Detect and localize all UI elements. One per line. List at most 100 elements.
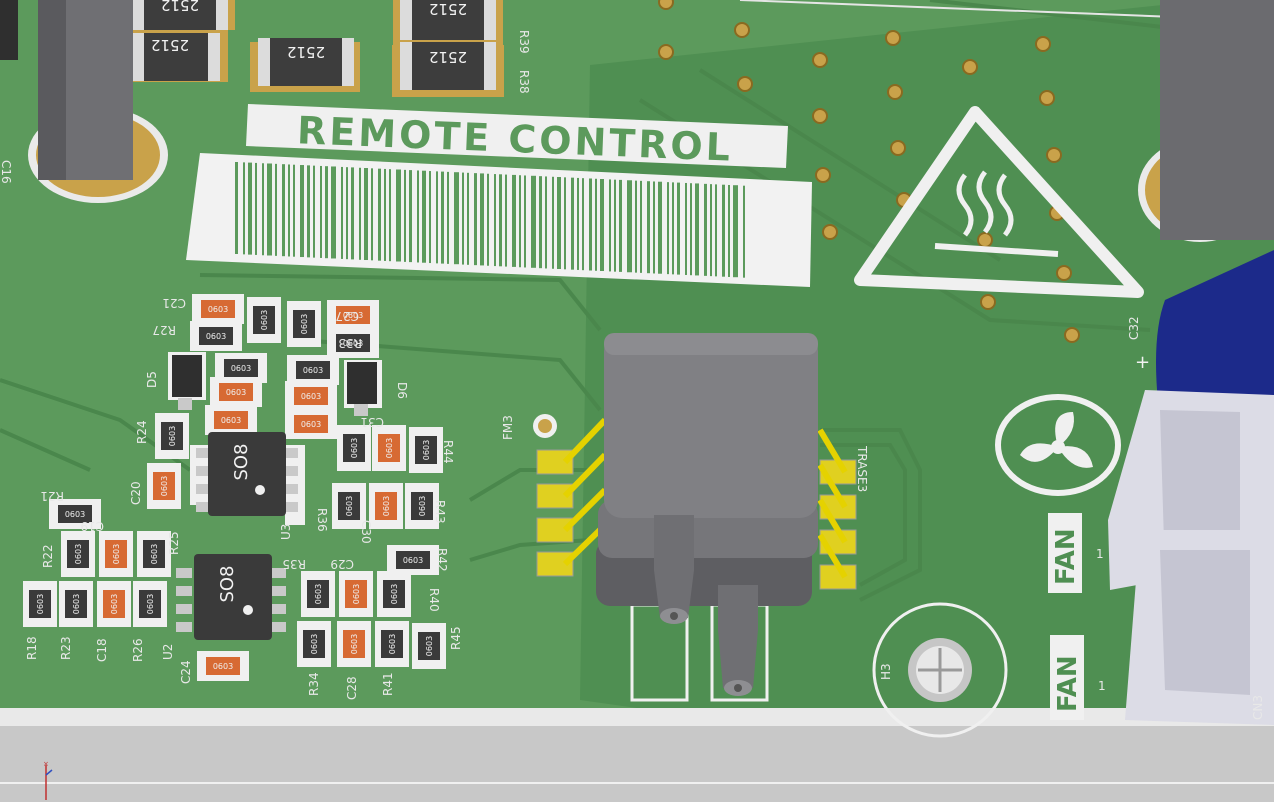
barcode-bar xyxy=(462,172,464,265)
mounting-hole-icon[interactable] xyxy=(872,602,1008,738)
designator-c19: C19 xyxy=(80,519,104,533)
diode-d6[interactable] xyxy=(344,360,382,416)
barcode-bar xyxy=(275,163,277,256)
barcode-bar xyxy=(282,164,285,257)
barcode-bar xyxy=(589,178,592,271)
barcode-bar xyxy=(685,182,687,275)
designator-r33: R33 xyxy=(338,336,362,350)
pin1-dot xyxy=(255,485,265,495)
smd-package-label: 0603 xyxy=(301,392,321,401)
smd-package-label: 0603 xyxy=(65,510,85,519)
barcode-bar xyxy=(409,170,412,263)
barcode-bar xyxy=(531,175,536,268)
designator-fm3: FM3 xyxy=(501,415,515,440)
smd-resistor[interactable] xyxy=(65,590,87,618)
smd-resistor[interactable] xyxy=(139,590,161,618)
electrolytic-capacitor-c32[interactable]: + xyxy=(1135,0,1274,430)
smd-capacitor[interactable] xyxy=(206,657,240,675)
smd-capacitor[interactable] xyxy=(378,434,400,462)
barcode-bar xyxy=(710,184,712,277)
smd-resistor[interactable] xyxy=(415,436,437,464)
barcode-bar xyxy=(378,168,381,261)
smd-package-label: 0603 xyxy=(425,636,434,656)
barcode-bar xyxy=(609,179,611,272)
ic-u2[interactable]: SO8 xyxy=(176,554,286,640)
smd-resistor[interactable] xyxy=(296,361,330,379)
smd-resistor[interactable] xyxy=(343,434,365,462)
designator-c18: C18 xyxy=(95,638,109,662)
smd-package-label: 0603 xyxy=(226,388,246,397)
smd-resistor[interactable] xyxy=(67,540,89,568)
smd-resistor[interactable] xyxy=(58,505,92,523)
smd-capacitor[interactable] xyxy=(105,540,127,568)
smd-resistor[interactable] xyxy=(336,334,370,352)
smd-capacitor[interactable] xyxy=(201,300,235,318)
ic-u3[interactable]: SO8 xyxy=(190,432,305,525)
fan-label: FAN xyxy=(1053,655,1083,712)
smd-capacitor[interactable] xyxy=(103,590,125,618)
smd-resistor[interactable] xyxy=(199,327,233,345)
smd-resistor[interactable] xyxy=(338,492,360,520)
barcode-bar xyxy=(733,185,738,278)
barcode-bar xyxy=(248,162,252,255)
smd-resistor[interactable] xyxy=(224,359,258,377)
smd-capacitor[interactable] xyxy=(294,387,328,405)
barcode-bar xyxy=(571,177,574,270)
barcode-bar xyxy=(722,184,725,277)
barcode-bar xyxy=(658,181,662,274)
designator-r34: R34 xyxy=(307,672,321,696)
barcode-bar xyxy=(331,166,336,259)
smd-capacitor[interactable] xyxy=(214,411,248,429)
standoff-post[interactable] xyxy=(28,0,168,203)
smd-capacitor[interactable] xyxy=(336,306,370,324)
fan-pin-number: 1 xyxy=(1098,679,1106,693)
smd-package-label: 0603 xyxy=(382,496,391,516)
fan-connector-2[interactable]: FAN 1 xyxy=(1050,530,1274,725)
smd-capacitor[interactable] xyxy=(375,492,397,520)
smd-package-label: 0603 xyxy=(206,332,226,341)
barcode-bar xyxy=(695,183,699,276)
designator-r26: R26 xyxy=(131,638,145,662)
barcode-bar xyxy=(288,164,290,257)
smd-resistor[interactable] xyxy=(411,492,433,520)
diode-d5[interactable] xyxy=(168,352,206,410)
smd-capacitor[interactable] xyxy=(219,383,253,401)
smd-resistor[interactable] xyxy=(381,630,403,658)
smd-resistor[interactable] xyxy=(383,580,405,608)
designator-c27: C27 xyxy=(335,309,359,323)
smd-resistor[interactable] xyxy=(418,632,440,660)
smd-capacitor[interactable] xyxy=(345,580,367,608)
designator-r38: R38 xyxy=(517,70,531,94)
barcode-bar xyxy=(595,178,597,271)
smd-resistor[interactable] xyxy=(303,630,325,658)
smd-capacitor[interactable] xyxy=(153,472,175,500)
smd-package-label: 0603 xyxy=(168,426,177,446)
smd-capacitor[interactable] xyxy=(294,415,328,433)
designator-trase3: TRASE3 xyxy=(855,445,869,492)
smd-capacitor[interactable] xyxy=(343,630,365,658)
smd-resistor[interactable] xyxy=(396,551,430,569)
resistor-2512-top[interactable]: 2512 2512 2512 2512 2512 xyxy=(125,0,504,97)
smd-resistor[interactable] xyxy=(253,306,275,334)
barcode-bar xyxy=(341,166,343,259)
barcode-bar xyxy=(243,162,245,255)
smd-resistor[interactable] xyxy=(293,310,315,338)
designator-r18: R18 xyxy=(25,636,39,660)
smd-resistor[interactable] xyxy=(143,540,165,568)
svg-text:×: × xyxy=(43,760,49,768)
smd-resistor[interactable] xyxy=(161,422,183,450)
barcode-bar xyxy=(293,164,295,257)
designator-r44: R44 xyxy=(441,440,455,464)
pressure-sensor-fm3[interactable] xyxy=(533,333,857,702)
barcode-bar xyxy=(351,167,354,260)
capacitor-plus-mark: + xyxy=(1135,352,1150,373)
barcode-bar xyxy=(600,179,604,272)
smd-resistor[interactable] xyxy=(307,580,329,608)
designator-r35: R35 xyxy=(282,557,306,571)
smd-resistor[interactable] xyxy=(29,590,51,618)
designator-c24: C24 xyxy=(179,660,193,684)
barcode-bar xyxy=(619,179,622,272)
barcode-bar xyxy=(359,167,361,260)
barcode-bar xyxy=(255,162,257,255)
